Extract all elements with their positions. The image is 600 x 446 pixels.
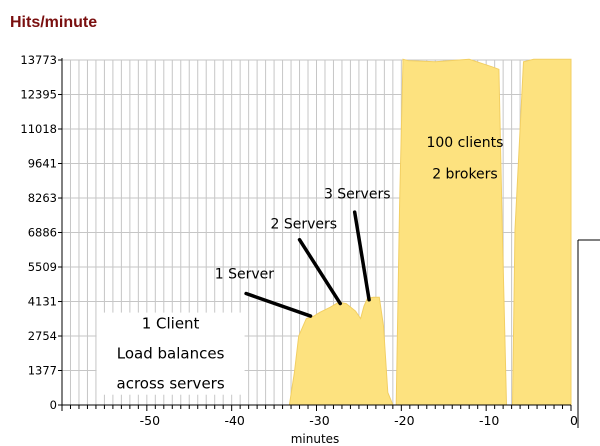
x-tick-label: 0 xyxy=(570,413,578,428)
annotation-label: 100 clients xyxy=(426,135,503,151)
x-axis-ticks: -50 -40 -30 -20 -10 0 xyxy=(140,413,578,428)
annotation-label: 1 Server xyxy=(215,267,275,283)
axes xyxy=(61,58,572,411)
x-tick-label: -40 xyxy=(224,413,244,428)
y-tick-label: 9641 xyxy=(28,157,57,171)
y-tick-label: 6886 xyxy=(28,226,57,240)
y-tick-label: 13773 xyxy=(20,53,57,67)
y-tick-label: 5509 xyxy=(28,260,57,274)
annotation-arrow xyxy=(352,210,371,302)
x-tick-label: -10 xyxy=(479,413,499,428)
y-tick-label: 4131 xyxy=(28,295,57,309)
x-tick-label: -50 xyxy=(140,413,160,428)
annotation-arrow xyxy=(244,291,313,318)
y-tick-label: 8263 xyxy=(28,191,57,205)
y-tick-label: 2754 xyxy=(28,329,57,343)
chart-title: Hits/minute xyxy=(10,14,97,31)
y-tick-label: 1377 xyxy=(28,364,57,378)
x-tick-label: -20 xyxy=(394,413,414,428)
annotation-box-label: 1 Client xyxy=(142,315,200,333)
annotation-box-label: across servers xyxy=(117,375,225,393)
y-tick-label: 0 xyxy=(50,398,57,412)
y-tick-label: 11018 xyxy=(20,122,57,136)
y-axis-ticks: 0 1377 2754 4131 5509 6886 8263 9641 11018 12395 1… xyxy=(20,53,62,412)
annotation-arrow xyxy=(297,237,343,306)
annotation-label: 2 Servers xyxy=(270,216,337,232)
y-tick-label: 12395 xyxy=(20,88,57,102)
x-tick-label: -30 xyxy=(309,413,329,428)
annotation-box xyxy=(96,312,245,395)
annotation-label: 3 Servers xyxy=(324,186,391,202)
annotations: 100 clients 2 brokers 3 Servers 2 Servers 1 … xyxy=(96,135,503,395)
annotation-box-label: Load balances xyxy=(117,345,225,363)
x-axis-label: minutes xyxy=(291,432,340,446)
annotation-label: 2 brokers xyxy=(432,166,498,182)
